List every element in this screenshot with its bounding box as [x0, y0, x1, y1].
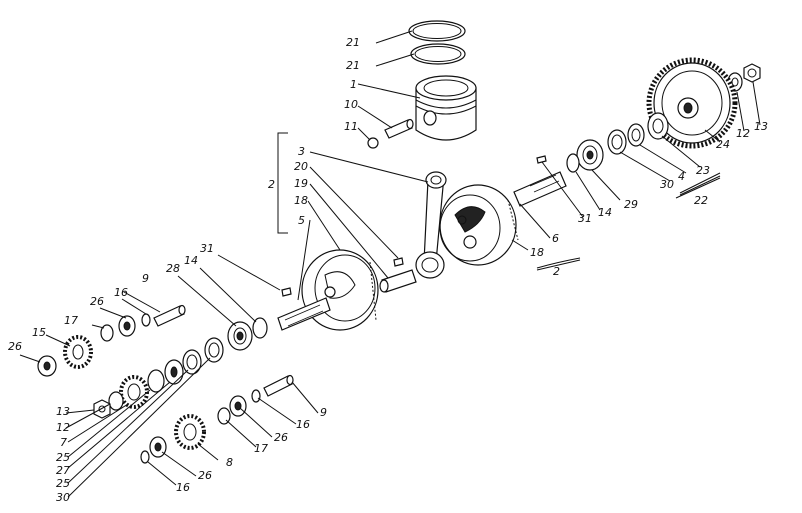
label-11: 11 — [344, 120, 358, 133]
bearing-26-lower — [229, 395, 247, 417]
crank-pin — [379, 269, 417, 293]
label-12-left: 12 — [56, 421, 70, 434]
bearing-27 — [164, 359, 184, 385]
label-14-left: 14 — [184, 254, 198, 267]
label-31-left: 31 — [200, 242, 214, 255]
part-labels: 21 21 1 10 11 13 12 24 23 4 30 22 29 14 … — [8, 36, 768, 504]
circlip — [367, 137, 379, 149]
washer-12-left — [108, 391, 124, 411]
piston-pin — [384, 118, 414, 139]
nut-right — [743, 63, 761, 83]
label-7: 7 — [60, 436, 67, 449]
gear-8 — [174, 414, 206, 450]
label-18-left: 18 — [294, 194, 308, 207]
label-14-right: 14 — [598, 206, 612, 219]
key-20 — [393, 257, 404, 267]
ball-bearing-29 — [576, 139, 604, 171]
label-10: 10 — [344, 98, 358, 111]
label-5: 5 — [298, 214, 305, 227]
label-15: 15 — [32, 326, 46, 339]
oil-seal-14-right — [566, 153, 580, 173]
leader-lines — [19, 30, 761, 498]
label-16-bottom: 16 — [176, 481, 190, 494]
ring-16-upper — [141, 313, 151, 327]
group-bracket-2-right — [536, 257, 581, 269]
label-24: 24 — [716, 138, 730, 151]
piston-ring-lower — [410, 43, 466, 65]
label-9-upper: 9 — [142, 272, 149, 285]
key-31-left — [281, 287, 292, 297]
spacer-25a — [182, 349, 202, 375]
label-27: 27 — [56, 464, 70, 477]
ring-30-right — [607, 129, 627, 155]
label-6: 6 — [552, 232, 559, 245]
label-16-lower: 16 — [296, 418, 310, 431]
label-1: 1 — [350, 78, 357, 91]
label-30-right: 30 — [660, 178, 674, 191]
oil-seal-14-left — [252, 317, 268, 339]
circlip-17-lower — [217, 407, 231, 425]
ring-16-lower — [251, 389, 261, 403]
label-25-b: 25 — [56, 477, 70, 490]
pin-9-upper — [153, 304, 186, 327]
label-12-right: 12 — [736, 127, 750, 140]
circlip-17-upper — [100, 324, 114, 342]
group-bracket-22 — [675, 177, 721, 199]
label-17-upper: 17 — [64, 314, 78, 327]
pin-9-lower — [263, 374, 294, 397]
label-13-left: 13 — [56, 405, 70, 418]
crankshaft-half-right — [513, 171, 567, 207]
label-28: 28 — [166, 262, 180, 275]
label-18-right: 18 — [530, 246, 544, 259]
label-16-upper: 16 — [114, 286, 128, 299]
label-2-left: 2 — [268, 178, 275, 191]
connecting-rod — [415, 171, 447, 279]
label-26-bottom: 26 — [198, 469, 212, 482]
label-30-left: 30 — [56, 491, 70, 504]
key-31-right — [536, 155, 547, 164]
label-3: 3 — [298, 145, 305, 158]
label-2-right: 2 — [553, 265, 560, 278]
label-21-lower: 21 — [346, 59, 360, 72]
gear-15 — [63, 335, 93, 369]
label-9-lower: 9 — [320, 406, 327, 419]
ring-30-left — [204, 337, 224, 363]
label-8: 8 — [226, 456, 233, 469]
spacer-4 — [627, 123, 645, 147]
label-31-right: 31 — [578, 212, 592, 225]
flywheel-right — [439, 184, 519, 266]
label-26-upper: 26 — [90, 295, 104, 308]
spacer-25b — [147, 369, 165, 393]
label-25-a: 25 — [56, 451, 70, 464]
bearing-26-upper — [118, 315, 136, 337]
label-20: 20 — [294, 160, 308, 173]
label-19: 19 — [294, 177, 308, 190]
ball-bearing-28 — [227, 321, 253, 351]
ring-16-bottom — [140, 450, 150, 464]
piston — [415, 75, 477, 141]
label-22: 22 — [694, 194, 708, 207]
label-26-far: 26 — [8, 340, 22, 353]
label-17-lower: 17 — [254, 442, 268, 455]
label-4: 4 — [678, 170, 685, 183]
label-23: 23 — [696, 164, 710, 177]
piston-ring-upper — [408, 20, 466, 42]
bearing-26-far — [37, 355, 57, 377]
label-21-upper: 21 — [346, 36, 360, 49]
crankshaft-half-left — [277, 297, 331, 331]
label-26-lower: 26 — [274, 431, 288, 444]
nut-13-left — [93, 399, 111, 419]
timing-gear — [646, 57, 738, 149]
bearing-race-23 — [647, 112, 669, 140]
flywheel-left — [301, 249, 379, 331]
label-13-right: 13 — [754, 120, 768, 133]
bearing-26-bottom — [149, 436, 167, 458]
label-29: 29 — [624, 198, 638, 211]
